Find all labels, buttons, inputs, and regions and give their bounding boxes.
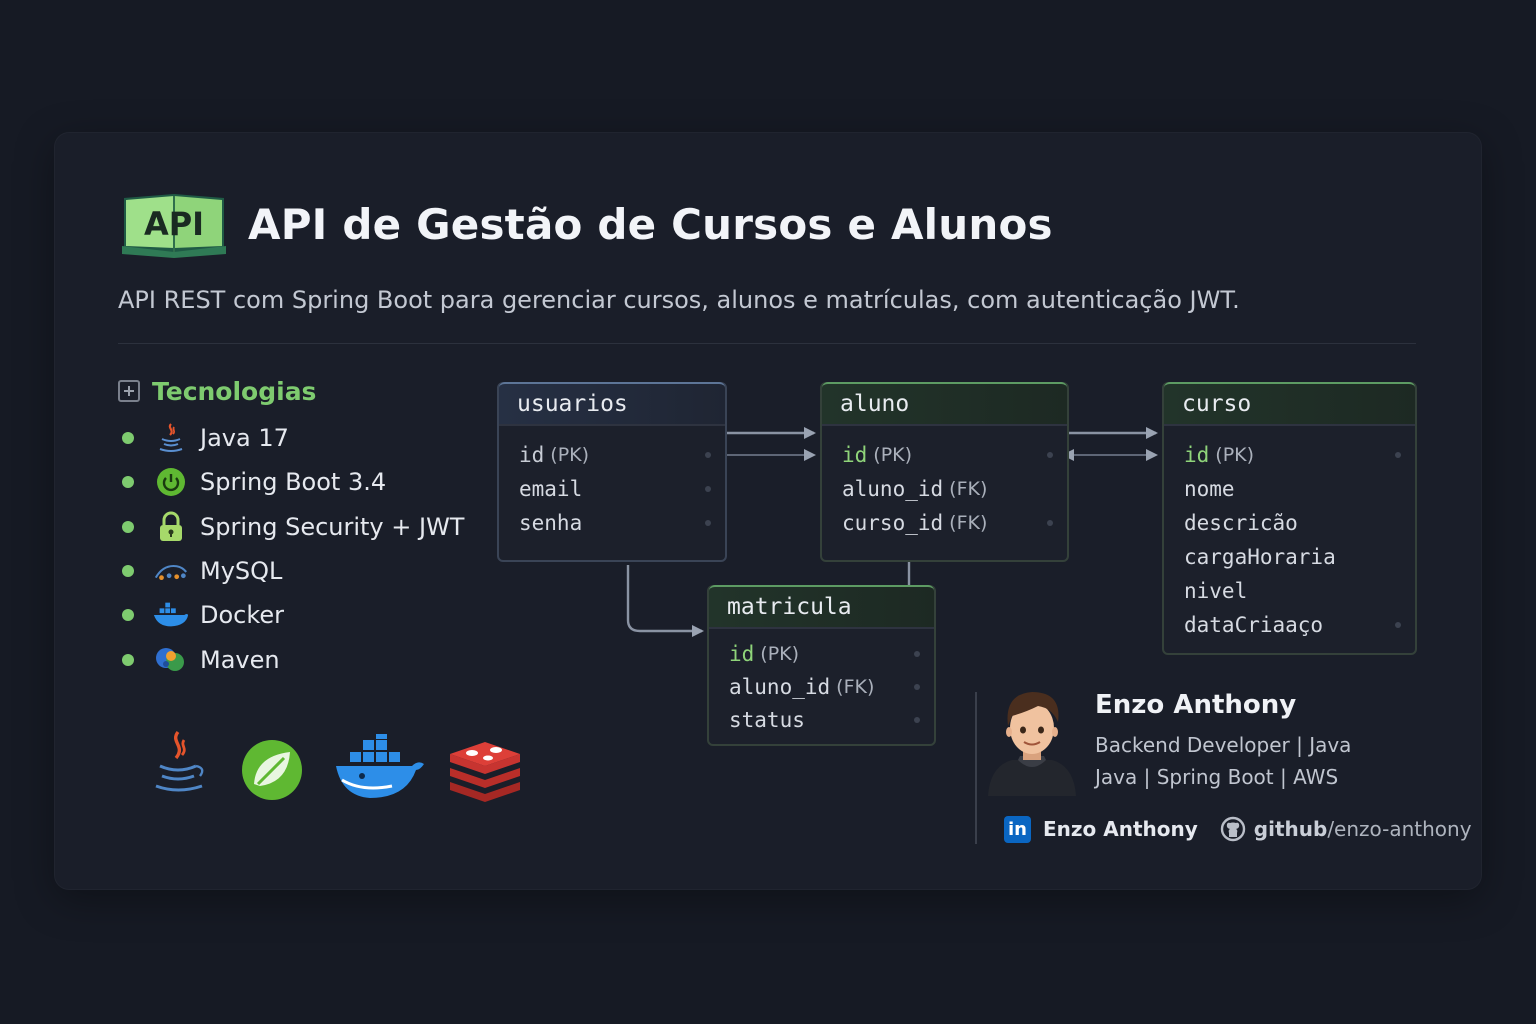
java-icon	[152, 421, 190, 455]
list-item: Spring Security + JWT	[118, 505, 464, 549]
bullet-dot	[122, 565, 134, 578]
table-header: aluno	[822, 382, 1067, 426]
lock-icon	[152, 510, 190, 544]
social-links: in Enzo Anthony github/enzo-anthony	[1004, 814, 1472, 844]
page-subtitle: API REST com Spring Boot para gerenciar …	[118, 286, 1240, 314]
table-field: descricão	[1184, 511, 1298, 535]
maven-icon	[152, 643, 190, 677]
spring-icon	[240, 738, 304, 806]
author-role: Backend Developer | Java	[1095, 733, 1352, 757]
tech-label: Spring Boot 3.4	[200, 468, 387, 497]
technologies-heading-label: Tecnologias	[152, 376, 317, 406]
list-item: Spring Boot 3.4	[118, 460, 464, 504]
table-field: nivel	[1184, 579, 1248, 603]
linkedin-icon[interactable]: in	[1004, 815, 1031, 843]
docker-icon	[332, 730, 428, 806]
tech-label: Java 17	[200, 424, 289, 453]
technologies-heading: Tecnologias	[118, 374, 316, 408]
table-curso: curso id(PK) nome descricão cargaHoraria…	[1162, 382, 1417, 655]
bullet-dot	[122, 653, 134, 666]
table-field: email	[519, 472, 711, 506]
table-field: status	[729, 703, 920, 736]
author-divider	[975, 692, 977, 844]
bullet-dot	[122, 476, 134, 489]
tech-label: Spring Security + JWT	[200, 512, 465, 541]
table-field: senha	[519, 506, 711, 540]
table-header: usuarios	[499, 382, 725, 426]
table-header: matricula	[709, 585, 934, 629]
table-aluno: aluno id(PK) aluno_id(FK) curso_id(FK)	[820, 382, 1069, 562]
table-field: aluno_id(FK)	[729, 670, 920, 703]
table-matricula: matricula id(PK) aluno_id(FK) status	[707, 585, 936, 746]
table-header: curso	[1164, 382, 1415, 426]
technology-logos	[140, 728, 540, 812]
table-field: curso_id(FK)	[842, 506, 1053, 540]
docker-icon	[152, 598, 190, 632]
github-icon[interactable]	[1220, 816, 1246, 842]
table-field: id(PK)	[842, 438, 1053, 472]
table-field: dataCriaaço	[1184, 608, 1401, 642]
redis-icon	[448, 738, 522, 806]
list-item: Maven	[118, 637, 464, 681]
table-field: id(PK)	[1184, 438, 1401, 472]
bullet-dot	[122, 609, 134, 622]
bullet-dot	[122, 432, 134, 445]
table-field: id(PK)	[729, 637, 920, 670]
page-title: API de Gestão de Cursos e Alunos	[248, 200, 1053, 249]
table-field: cargaHoraria	[1184, 545, 1336, 569]
author-name: Enzo Anthony	[1095, 690, 1297, 720]
linkedin-link[interactable]: Enzo Anthony	[1043, 817, 1198, 841]
table-field: aluno_id(FK)	[842, 477, 988, 501]
github-link[interactable]: github/enzo-anthony	[1253, 817, 1472, 841]
table-field: nome	[1184, 477, 1235, 501]
api-book-logo: API	[120, 188, 228, 260]
technologies-list: Java 17 Spring Boot 3.4 Spring Security …	[118, 416, 464, 682]
svg-text:API: API	[144, 205, 204, 243]
tech-label: Maven	[200, 645, 280, 674]
table-usuarios: usuarios id(PK) email senha	[497, 382, 727, 562]
spring-boot-icon	[152, 465, 190, 499]
table-field: id(PK)	[519, 438, 711, 472]
tech-label: MySQL	[200, 557, 283, 586]
expand-box-icon	[118, 380, 140, 402]
java-icon	[148, 728, 208, 802]
list-item: Java 17	[118, 416, 464, 460]
tech-label: Docker	[200, 601, 285, 630]
list-item: MySQL	[118, 549, 464, 593]
header-divider	[118, 343, 1416, 344]
avatar	[982, 686, 1082, 796]
author-stack: Java | Spring Boot | AWS	[1095, 765, 1339, 789]
list-item: Docker	[118, 593, 464, 637]
bullet-dot	[122, 520, 134, 533]
mysql-icon	[152, 554, 190, 588]
